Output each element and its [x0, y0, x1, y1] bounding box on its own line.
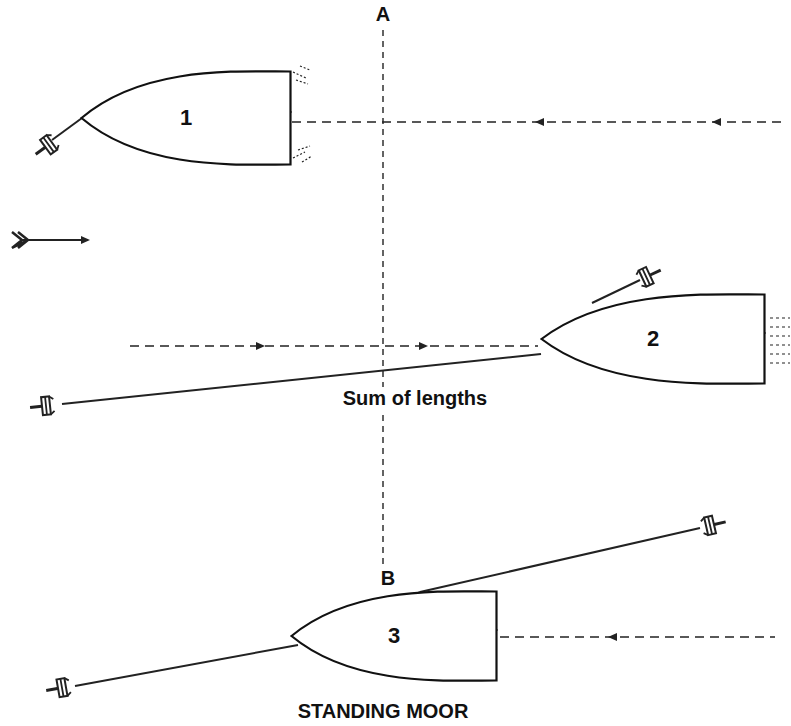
ship-number: 2	[647, 326, 659, 352]
ship-track	[130, 345, 538, 346]
anchor-cable	[420, 528, 700, 592]
direction-arrowhead	[419, 342, 428, 350]
ship-track	[500, 636, 775, 637]
transit-letter: A	[373, 3, 393, 26]
ship-hull: 1	[80, 70, 292, 166]
dimension-note: Sum of lengths	[340, 387, 490, 410]
direction-arrowhead	[256, 342, 265, 350]
wake-mark	[302, 156, 312, 162]
anchor-symbol	[635, 262, 664, 288]
direction-arrowhead	[81, 236, 90, 244]
ship-hull: 3	[290, 590, 498, 682]
anchor-cable	[75, 645, 298, 686]
anchor-symbol	[30, 133, 60, 162]
anchor-cable	[52, 118, 82, 140]
ship-number: 1	[180, 105, 192, 131]
ship-hull: 2	[540, 293, 766, 385]
direction-arrowhead	[535, 118, 544, 126]
wake-mark	[770, 317, 790, 318]
anchor-symbol	[29, 396, 55, 416]
wake-mark	[770, 353, 790, 354]
wake-mark	[298, 146, 310, 150]
caption: STANDING MOOR	[295, 700, 472, 723]
wake-mark	[770, 335, 790, 336]
wake-mark	[296, 80, 308, 84]
wake-mark	[293, 152, 305, 158]
direction-arrowhead	[712, 118, 721, 126]
anchor-symbol	[700, 513, 727, 536]
transit-letter: B	[378, 567, 398, 590]
wake-mark	[770, 326, 790, 327]
anchor-cable	[592, 280, 640, 303]
wake-mark	[300, 66, 310, 70]
direction-arrowhead	[608, 633, 617, 641]
transit-line	[382, 30, 383, 572]
wake-mark	[770, 344, 790, 345]
anchor-symbol	[45, 677, 72, 699]
current-arrow	[20, 239, 88, 241]
ship-number: 3	[388, 623, 400, 649]
wake-mark	[293, 72, 306, 78]
wake-mark	[770, 362, 790, 363]
current-arrow-tail	[12, 232, 28, 248]
